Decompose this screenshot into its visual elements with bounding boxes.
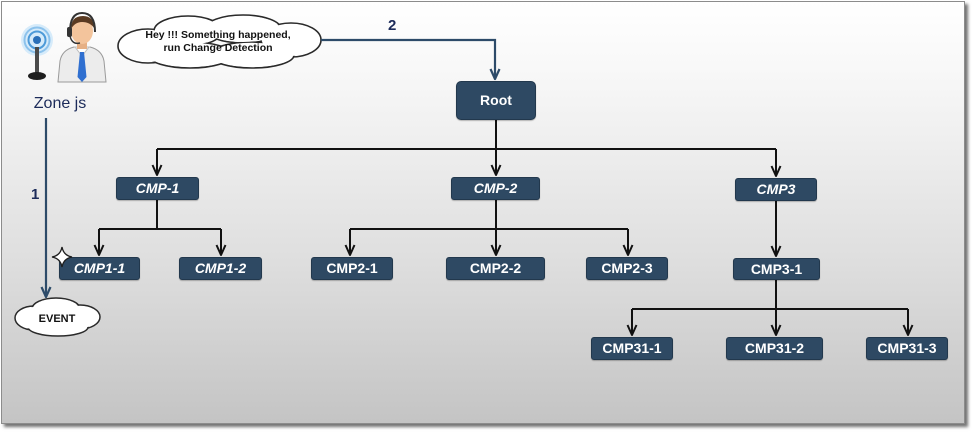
node-cmp-2: CMP-2: [451, 177, 540, 200]
zone-js-label: Zone js: [33, 95, 87, 112]
speech-bubble: Hey !!! Something happened, run Change D…: [117, 14, 322, 69]
node-cmp1-1: CMP1-1: [59, 257, 140, 280]
node-root: Root: [456, 81, 536, 120]
node-cmp31-1: CMP31-1: [591, 337, 673, 360]
node-cmp31-2: CMP31-2: [726, 337, 823, 360]
node-cmp3: CMP3: [735, 178, 817, 201]
node-cmp2-3: CMP2-3: [586, 257, 668, 280]
node-cmp3-1: CMP3-1: [733, 258, 820, 280]
event-cloud: EVENT: [14, 297, 101, 337]
flow-arrow-to-root: [321, 38, 501, 81]
node-cmp31-3: CMP31-3: [866, 337, 948, 360]
step-1-label: 1: [31, 186, 40, 203]
tree-connectors: [93, 120, 914, 336]
node-cmp2-2: CMP2-2: [446, 257, 545, 280]
antenna-icon: [21, 24, 53, 80]
node-cmp2-1: CMP2-1: [311, 257, 393, 280]
step-2-label: 2: [388, 17, 397, 34]
speech-bubble-line-1: Hey !!! Something happened,: [145, 29, 290, 41]
node-cmp-1: CMP-1: [116, 177, 199, 200]
speech-bubble-line-2: run Change Detection: [163, 42, 272, 54]
event-label: EVENT: [39, 313, 76, 325]
node-cmp1-2: CMP1-2: [179, 257, 262, 280]
person-icon: [57, 11, 107, 83]
